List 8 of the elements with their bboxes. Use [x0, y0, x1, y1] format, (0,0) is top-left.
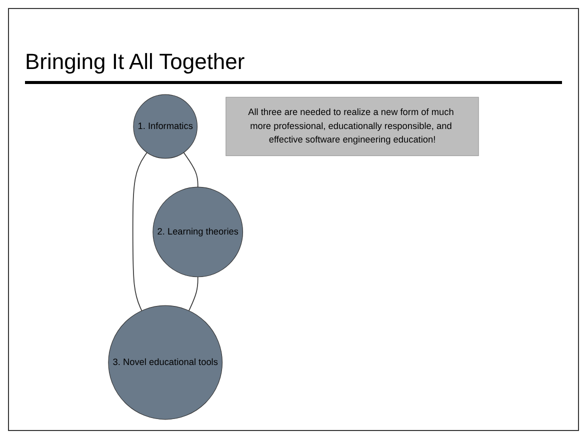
connector: [183, 152, 198, 188]
node-box: All three are needed to realize a new form of much more professional, educationally responsible, and effective software engineering education!: [226, 96, 479, 156]
connector: [188, 276, 198, 312]
node-circle: 3. Novel educational tools: [108, 305, 223, 420]
node-circle: 1. Informatics: [133, 94, 198, 159]
node-circle: 2. Learning theories: [152, 186, 244, 278]
slide-title: Bringing It All Together: [25, 49, 562, 84]
connector: [132, 152, 148, 312]
